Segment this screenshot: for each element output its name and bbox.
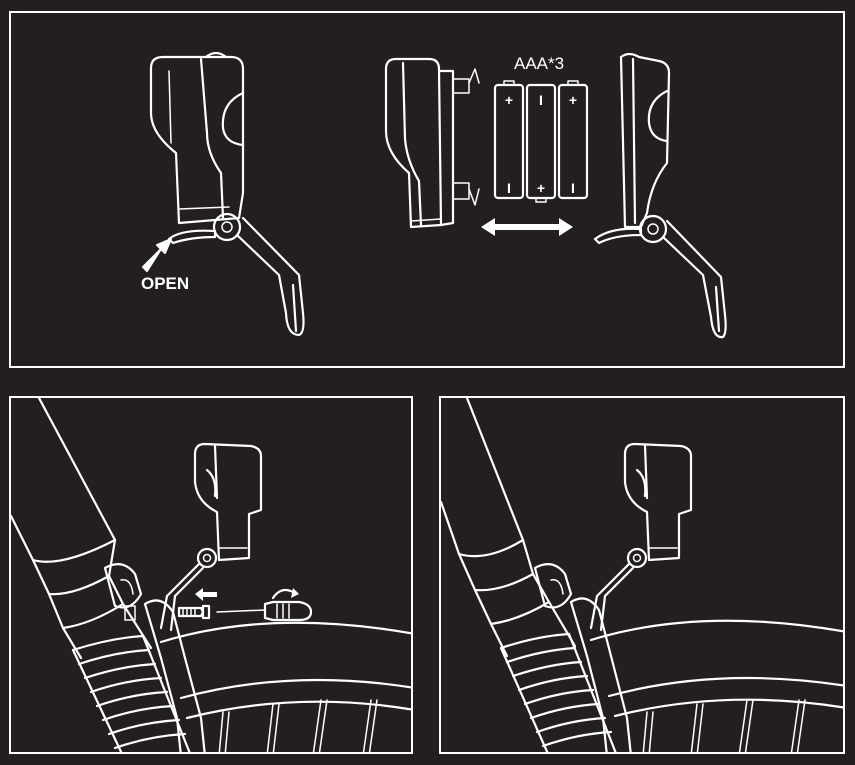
double-headed-arrow-icon [481, 218, 573, 236]
screwdriver-icon [216, 588, 313, 622]
fender [569, 597, 632, 752]
fork-dropout [533, 563, 573, 609]
wheel [159, 621, 411, 752]
mounting-step-panel [9, 396, 413, 754]
wheel [589, 619, 843, 752]
battery-3-top-polarity: + [569, 92, 577, 108]
lamp-closed [149, 51, 305, 337]
open-arrow-icon [142, 238, 172, 272]
battery-2-top-polarity: I [539, 92, 543, 108]
battery-1-bottom-polarity: I [507, 180, 511, 196]
arrow-left-icon [195, 588, 217, 601]
battery-install-panel: OPEN AAA*3 + I I + + [9, 11, 845, 368]
mounting-step-illustration [11, 398, 411, 752]
fork-dropout [103, 563, 143, 621]
mounted-result-illustration [441, 398, 843, 752]
battery-type-label: AAA*3 [514, 54, 564, 73]
open-label: OPEN [141, 274, 189, 293]
mounted-result-panel [439, 396, 845, 754]
lamp-mounted [589, 442, 693, 632]
fender [143, 599, 206, 752]
lamp-body-open [384, 57, 480, 229]
fork-tube [441, 398, 577, 658]
battery-install-illustration: OPEN AAA*3 + I I + + [141, 51, 727, 339]
fork-bellows [499, 632, 617, 752]
screw-icon [177, 604, 211, 620]
fork-tube [11, 398, 153, 660]
battery-2-bottom-polarity: + [537, 180, 545, 196]
battery-1: + I [493, 80, 525, 200]
battery-3: + I [557, 80, 589, 200]
fork-bellows [71, 634, 191, 752]
lamp-battery-cover [593, 52, 727, 339]
battery-3-bottom-polarity: I [571, 180, 575, 196]
battery-1-top-polarity: + [505, 92, 513, 108]
battery-2: I + [525, 83, 557, 203]
lamp-mounted [159, 442, 263, 632]
